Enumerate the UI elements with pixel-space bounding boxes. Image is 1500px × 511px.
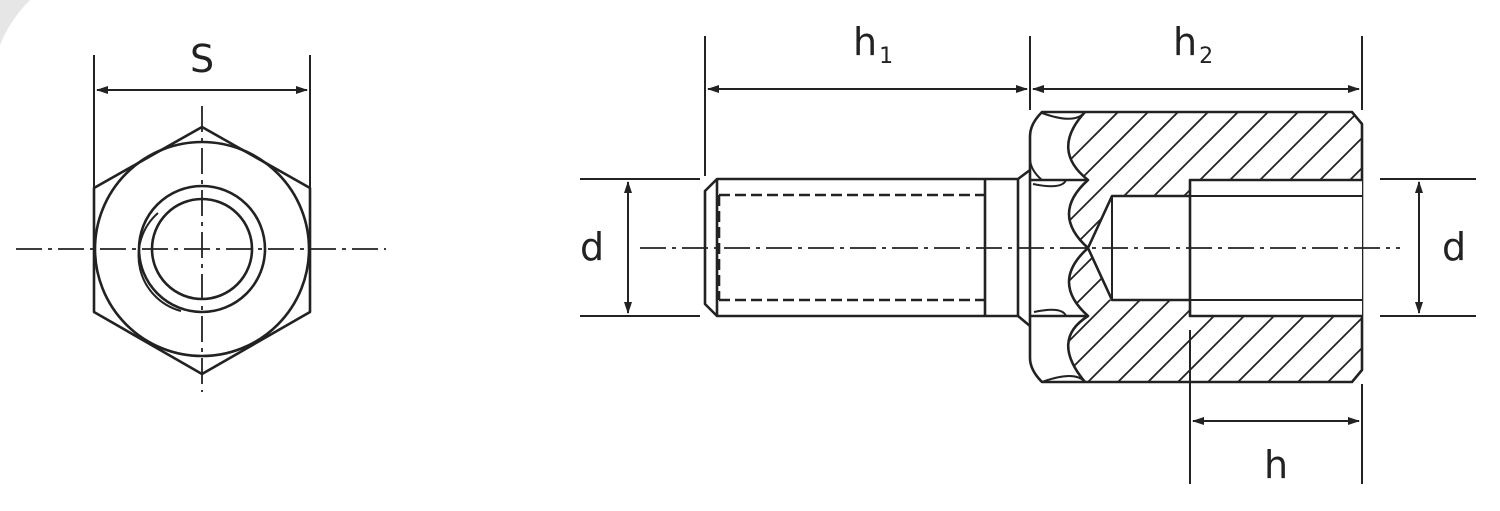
page-corner-curl <box>0 0 30 45</box>
body-outer-outline <box>1028 110 1364 384</box>
hatch-line <box>1309 112 1362 382</box>
hatch-line <box>1370 100 1500 400</box>
hatch-line <box>1279 112 1362 382</box>
thread-arc <box>137 212 182 312</box>
hex-face-arc-2 <box>1032 179 1067 317</box>
hatch-line <box>1068 112 1161 382</box>
hex-body <box>1028 100 1500 400</box>
hatch-line <box>1068 112 1191 382</box>
d-left-label: d <box>580 225 604 269</box>
hex-end-view: S <box>16 37 386 392</box>
h2-label: h2 <box>1173 20 1213 69</box>
h1-label: h1 <box>853 20 893 69</box>
section-hatching <box>1068 100 1500 400</box>
hatch-line <box>1249 112 1362 382</box>
h-label: h <box>1264 443 1288 487</box>
standoff-side-view: h1 h2 d d h <box>580 20 1500 487</box>
bore-fill <box>1088 180 1362 316</box>
s-label: S <box>190 37 214 81</box>
drill-outline <box>1086 194 1190 302</box>
hatch-line <box>1219 112 1362 382</box>
hatch-line <box>1068 112 1131 382</box>
d-right-label: d <box>1442 225 1466 269</box>
